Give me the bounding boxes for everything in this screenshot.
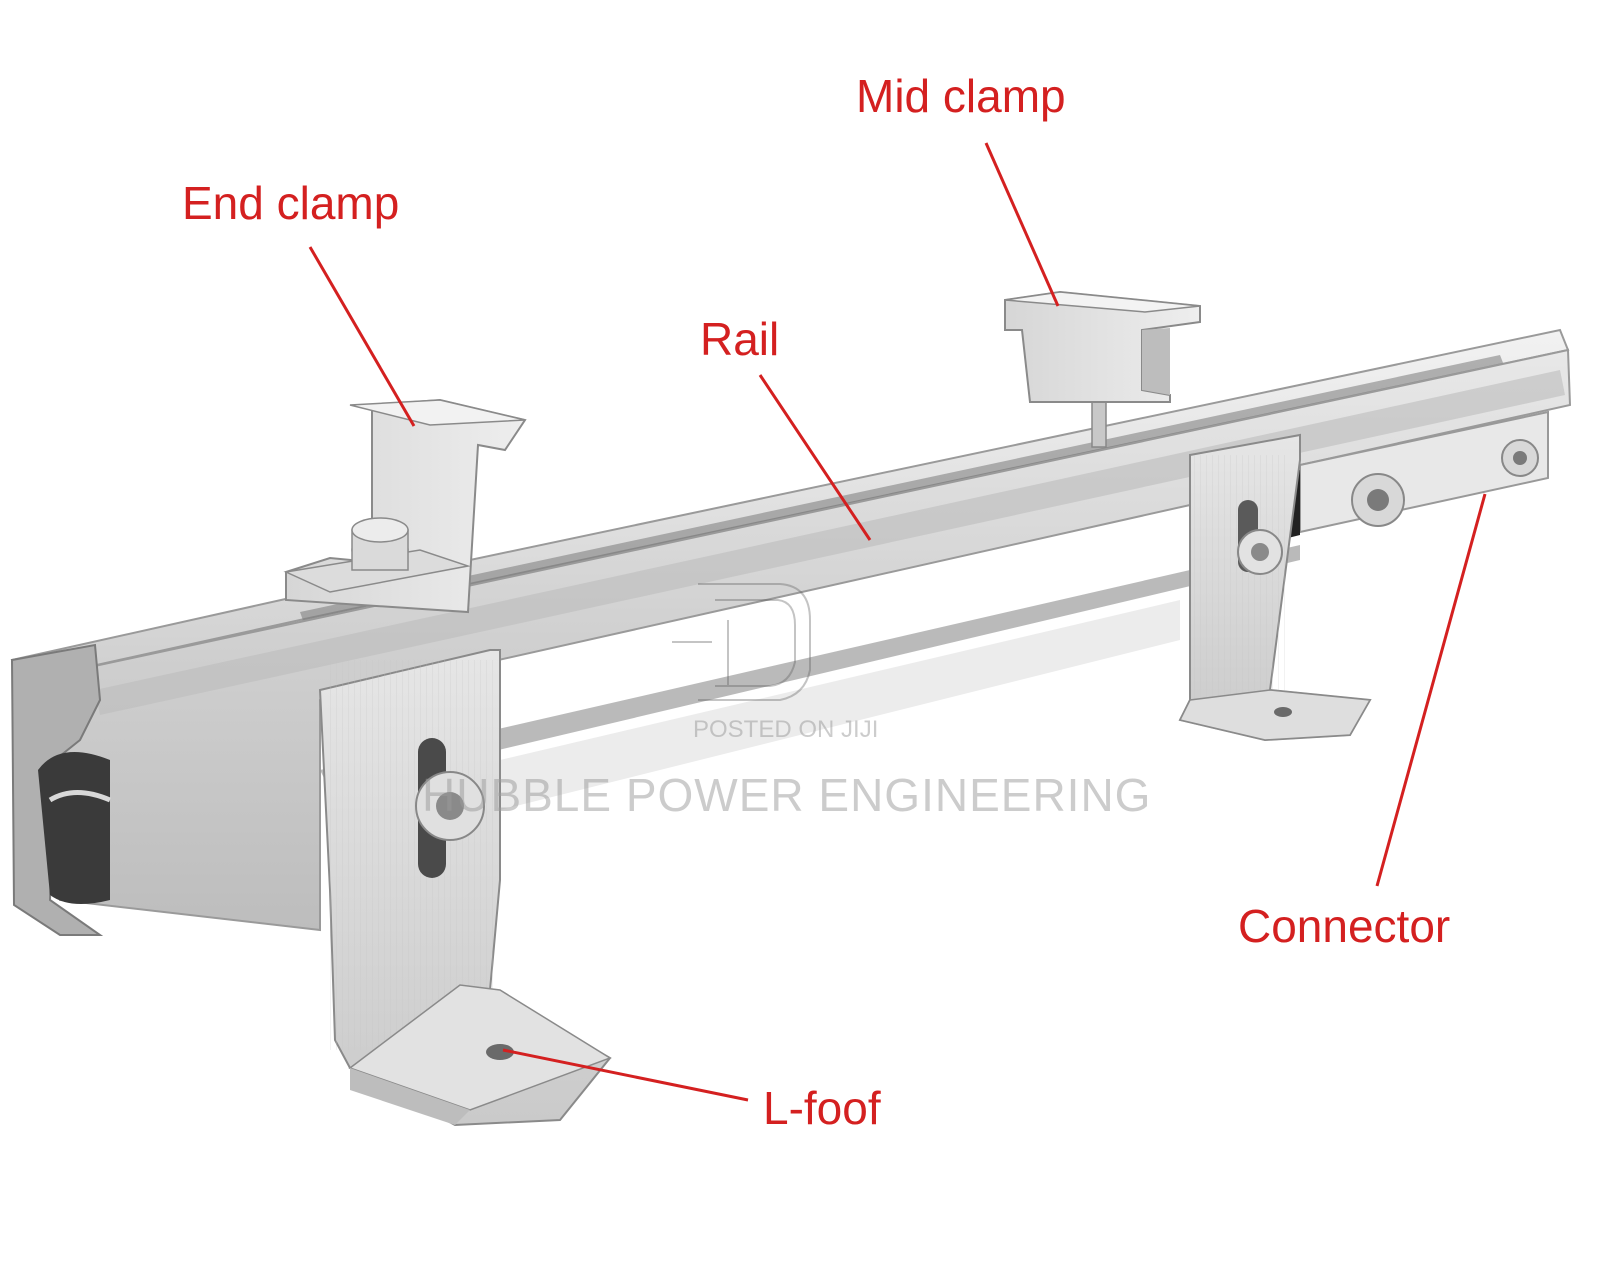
rail-leader: [758, 374, 872, 541]
watermark-company: HUBBLE POWER ENGINEERING: [422, 769, 1152, 821]
left-l-foot-part: [318, 649, 612, 1127]
rail-label: Rail: [700, 313, 780, 365]
mid-clamp-label: Mid clamp: [856, 70, 1066, 122]
watermark-logo: [672, 583, 811, 701]
connector-leader: [1375, 493, 1487, 887]
end-clamp-leader: [308, 246, 416, 427]
l-foot-leader: [502, 1048, 749, 1102]
right-l-foot-part: [1178, 433, 1372, 742]
connector-label: Connector: [1238, 900, 1451, 952]
mid-clamp-leader: [984, 142, 1060, 307]
leader-lines: [308, 142, 1487, 1102]
l-foot-label: L-foof: [763, 1082, 881, 1134]
end-clamp-label: End clamp: [182, 177, 400, 229]
end-clamp-part: [283, 398, 527, 614]
watermark-posted: POSTED ON JIJI: [693, 716, 879, 743]
